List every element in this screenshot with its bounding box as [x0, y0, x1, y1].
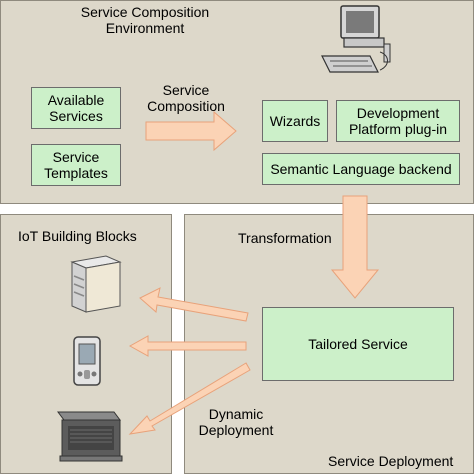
available-services-line1: Available — [47, 92, 105, 108]
service-composition-line1: Service — [162, 82, 210, 98]
composition-panel-title: Service Composition Environment — [60, 4, 230, 36]
dynamic-deployment-line1: Dynamic — [208, 406, 264, 422]
semantic-backend-label: Semantic Language backend — [270, 161, 452, 177]
dev-platform-line2: Platform plug-in — [348, 121, 448, 137]
transformation-label: Transformation — [238, 230, 332, 246]
tailored-service-label: Tailored Service — [308, 336, 408, 352]
service-templates-line1: Service — [52, 149, 100, 165]
dynamic-deployment-line2: Deployment — [198, 422, 274, 438]
composition-title-line1: Service Composition — [80, 4, 210, 20]
deploy-arrow-router — [128, 362, 251, 435]
deployment-panel-title: Service Deployment — [328, 453, 454, 469]
dynamic-deployment-label: Dynamic Deployment — [188, 406, 284, 438]
service-composition-line2: Composition — [147, 98, 225, 114]
deploy-arrow-pda — [128, 335, 247, 357]
semantic-backend-box: Semantic Language backend — [262, 153, 460, 185]
composition-title-line2: Environment — [105, 20, 185, 36]
tailored-service-box: Tailored Service — [262, 307, 454, 381]
service-composition-arrow — [145, 110, 237, 152]
available-services-line2: Services — [49, 108, 103, 124]
dev-platform-line1: Development — [356, 105, 440, 121]
service-templates-line2: Templates — [44, 165, 108, 181]
pda-icon — [73, 336, 101, 386]
service-templates-box: Service Templates — [31, 144, 121, 186]
available-services-box: Available Services — [31, 87, 121, 129]
development-platform-box: Development Platform plug-in — [336, 100, 460, 142]
service-composition-label: Service Composition — [136, 82, 236, 114]
router-icon — [57, 411, 123, 462]
wizards-label: Wizards — [269, 113, 321, 129]
deploy-arrow-server — [139, 287, 249, 322]
transformation-arrow — [330, 195, 380, 299]
desktop-computer-icon — [321, 5, 391, 73]
server-icon — [70, 255, 122, 313]
wizards-box: Wizards — [262, 100, 328, 142]
iot-panel-title: IoT Building Blocks — [18, 228, 137, 244]
